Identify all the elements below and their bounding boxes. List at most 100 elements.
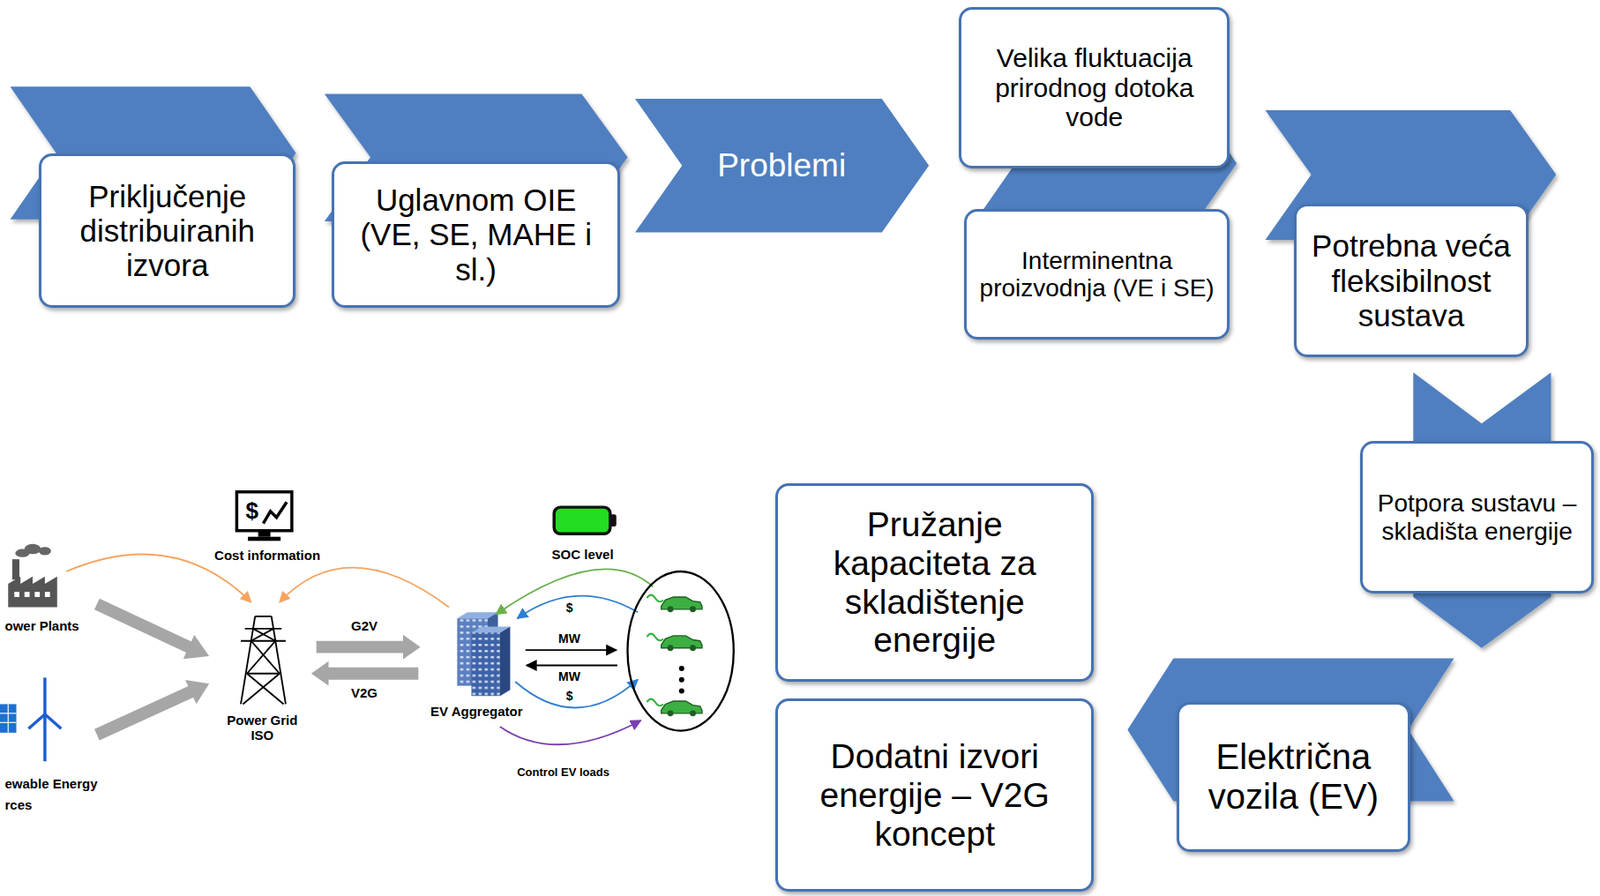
illustration-part: [271, 616, 286, 705]
process-box: Uglavnom OIE (VE, SE, MAHE i sl.): [331, 161, 621, 309]
illustration-label: G2V: [349, 618, 380, 634]
illustration-part: [14, 591, 20, 598]
chevron-step: Problemi: [635, 98, 929, 233]
illustration-part: [44, 714, 62, 729]
illustration-part: [246, 673, 285, 705]
illustration-label: EV Aggregator: [428, 703, 524, 719]
box-text: Potpora sustavu – skladišta energije: [1371, 489, 1583, 546]
illustration-part: [610, 514, 617, 527]
box-text: Problemi: [717, 147, 846, 184]
illustration-part: [279, 568, 449, 608]
illustration-part: [500, 627, 511, 697]
illustration-label: rces: [2, 797, 34, 813]
process-box: Električna vozila (EV): [1176, 702, 1411, 853]
illustration-label: $: [564, 600, 576, 615]
illustration-part: [97, 690, 194, 735]
illustration-part: [38, 546, 52, 555]
box-text: Dodatni izvori energije – V2G koncept: [786, 737, 1083, 853]
illustration-part: [646, 699, 702, 718]
process-box: Potrebna veća fleksibilnost sustava: [1293, 203, 1529, 358]
illustration-part: [679, 665, 685, 672]
illustration-part: [253, 628, 276, 642]
illustration-part: [525, 649, 617, 651]
illustration-part: [240, 616, 255, 705]
illustration-part: [258, 530, 271, 538]
illustration-part: [24, 544, 42, 555]
illustration-label: Power Grid ISO: [218, 712, 307, 744]
illustration-part: [28, 714, 45, 729]
illustration-label: MW: [556, 669, 583, 684]
illustration-part: [236, 492, 292, 531]
renewables-icon: [0, 677, 61, 762]
illustration-label: Control EV loads: [515, 766, 612, 780]
process-box: Dodatni izvori energije – V2G koncept: [775, 698, 1094, 892]
illustration-part: [44, 591, 51, 598]
illustration-label: ower Plants: [2, 618, 81, 634]
illustration-part: [183, 635, 210, 659]
process-box: Potpora sustavu – skladišta energije: [1360, 441, 1594, 595]
illustration-part: [311, 661, 419, 687]
illustration-label: $: [244, 498, 261, 525]
illustration-part: [247, 537, 281, 542]
illustration-part: [240, 640, 286, 643]
illustration-label: Cost information: [212, 547, 322, 563]
illustration-part: [24, 591, 30, 598]
box-text: Uglavnom OIE (VE, SE, MAHE i sl.): [343, 182, 609, 287]
process-box: Interminentna proizvodnja (VE i SE): [964, 209, 1230, 340]
illustration-label: SOC level: [550, 546, 616, 562]
illustration-part: [526, 665, 618, 667]
box-text: Priključenje distribuiranih izvora: [50, 179, 285, 284]
signal-arrows: [66, 553, 653, 745]
illustration-part: [471, 632, 500, 696]
illustration-part: [246, 641, 276, 674]
illustration-part: [646, 595, 702, 614]
illustration-part: [500, 720, 642, 745]
illustration-label: ewable Energy: [2, 776, 99, 792]
chevron-fill: [635, 98, 929, 233]
illustration-part: [254, 615, 272, 618]
box-text: Pružanje kapaciteta za skladištenje ener…: [786, 505, 1083, 660]
illustration-part: [0, 703, 17, 733]
illustration-part: [627, 571, 733, 732]
illustration-part: [316, 635, 421, 660]
illustration-label: $: [564, 688, 576, 703]
process-box: Velika fluktuacija prirodnog dotoka vode: [958, 7, 1230, 169]
illustration-part: [34, 591, 40, 598]
illustration-part: [246, 672, 280, 675]
box-text: Velika fluktuacija prirodnog dotoka vode: [970, 43, 1219, 133]
illustration-part: [242, 673, 280, 705]
illustration-part: [646, 634, 702, 652]
illustration-part: [251, 628, 274, 642]
ev-fleet: [627, 571, 733, 732]
illustration-part: [7, 576, 58, 608]
illustration-part: [7, 703, 9, 733]
illustration-part: [251, 641, 280, 674]
illustration-part: [471, 632, 500, 696]
illustration-part: [97, 604, 191, 649]
battery-icon: [553, 507, 617, 534]
box-text: Potrebna veća fleksibilnost sustava: [1305, 228, 1518, 333]
illustration-label: V2G: [349, 685, 380, 701]
aggregator-servers: [456, 612, 510, 696]
illustration-part: [679, 687, 685, 694]
box-text: Interminentna proizvodnja (VE i SE): [975, 246, 1219, 303]
process-box: Priključenje distribuiranih izvora: [38, 153, 297, 309]
box-text: Električna vozila (EV): [1188, 737, 1399, 817]
illustration-part: [12, 559, 20, 580]
illustration-part: [43, 714, 46, 762]
illustration-part: [185, 680, 210, 704]
chevron-arrows: [10, 86, 1557, 801]
monitor-icon: [236, 492, 292, 542]
illustration-part: [245, 628, 283, 630]
factory-icon: [7, 544, 58, 608]
illustration-part: [515, 680, 638, 709]
illustration-part: [262, 501, 287, 524]
transmission-tower: [240, 616, 286, 705]
illustration-label: MW: [556, 631, 583, 646]
illustration-part: [553, 507, 611, 534]
illustration-part: [679, 677, 685, 683]
illustration-part: [517, 596, 639, 620]
process-box: Pružanje kapaciteta za skladištenje ener…: [775, 483, 1094, 681]
illustration-part: [43, 677, 46, 715]
